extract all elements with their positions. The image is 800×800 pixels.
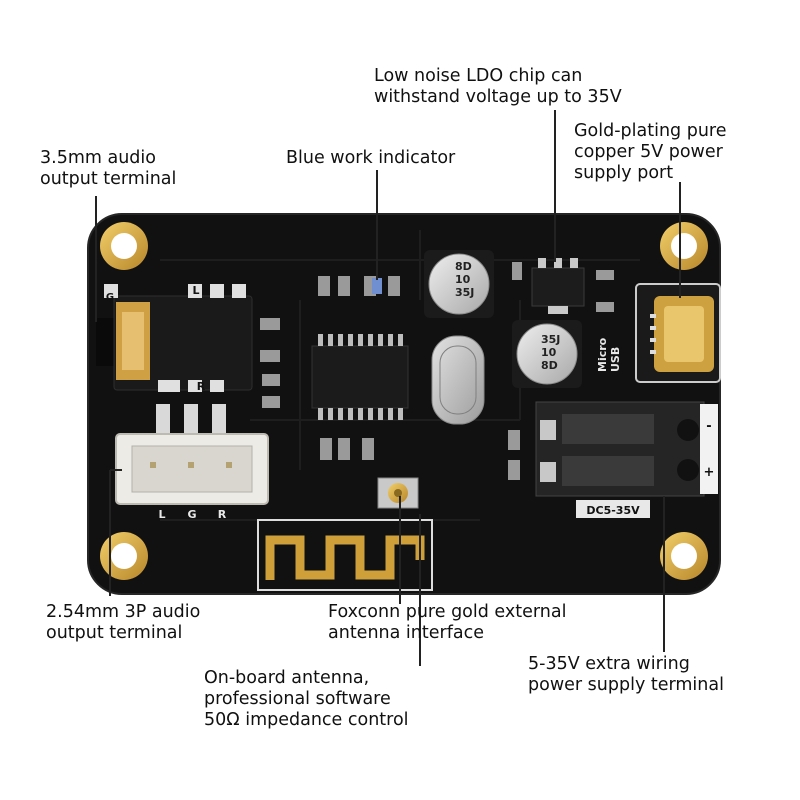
pcb-antenna (257, 519, 433, 591)
leader-lines (95, 110, 681, 666)
audio-jack-35mm (96, 284, 253, 392)
cap1-text: 8D 10 35J (455, 260, 476, 299)
mounting-hole-top-left (100, 222, 148, 270)
mounting-hole-bottom-right (660, 532, 708, 580)
capacitor-right (512, 320, 582, 388)
callout-ldo-chip: Low noise LDO chip can withstand voltage… (374, 66, 622, 107)
ufl-antenna-connector (377, 477, 419, 509)
smd-components (260, 262, 614, 480)
svg-text:Micro USB: Micro USB (596, 334, 622, 372)
silkscreen-text: G L R L G R 8D 10 35J 35J 10 8D Micro US… (106, 260, 715, 521)
header-254mm-3p (115, 404, 269, 505)
dc-terminal-block (535, 401, 718, 497)
header-l-label: L (158, 508, 165, 521)
mounting-hole-bottom-left (100, 532, 148, 580)
header-g-label: G (187, 508, 196, 521)
jack-r-label: R (197, 380, 206, 393)
capacitor-top (424, 250, 494, 318)
main-ic (311, 334, 409, 420)
terminal-minus: - (706, 419, 711, 434)
crystal-oscillator (431, 335, 485, 425)
blue-led (372, 278, 382, 294)
dc-label-box (576, 500, 650, 518)
leader-header (109, 469, 122, 596)
callout-usb-port: Gold-plating pure copper 5V power supply… (574, 121, 727, 183)
callout-audio-254mm: 2.54mm 3P audio output terminal (46, 602, 201, 643)
dc-label: DC5-35V (586, 504, 640, 517)
cap2-text: 35J 10 8D (541, 333, 564, 372)
usb-silk-label: Micro USB (596, 334, 622, 372)
callout-antenna-interface: Foxconn pure gold external antenna inter… (328, 602, 567, 643)
mounting-hole-top-right (660, 222, 708, 270)
micro-usb-port (635, 283, 721, 383)
callout-onboard-antenna: On-board antenna, professional software … (204, 668, 409, 730)
ldo-chip (531, 258, 585, 314)
terminal-plus: + (704, 465, 715, 480)
jack-g-label: G (106, 292, 114, 303)
callout-audio-35mm: 3.5mm audio output terminal (40, 148, 177, 189)
jack-l-label: L (192, 284, 199, 297)
header-r-label: R (218, 508, 227, 521)
callout-dc-terminal: 5-35V extra wiring power supply terminal (528, 654, 724, 695)
callout-blue-indicator: Blue work indicator (286, 148, 456, 168)
